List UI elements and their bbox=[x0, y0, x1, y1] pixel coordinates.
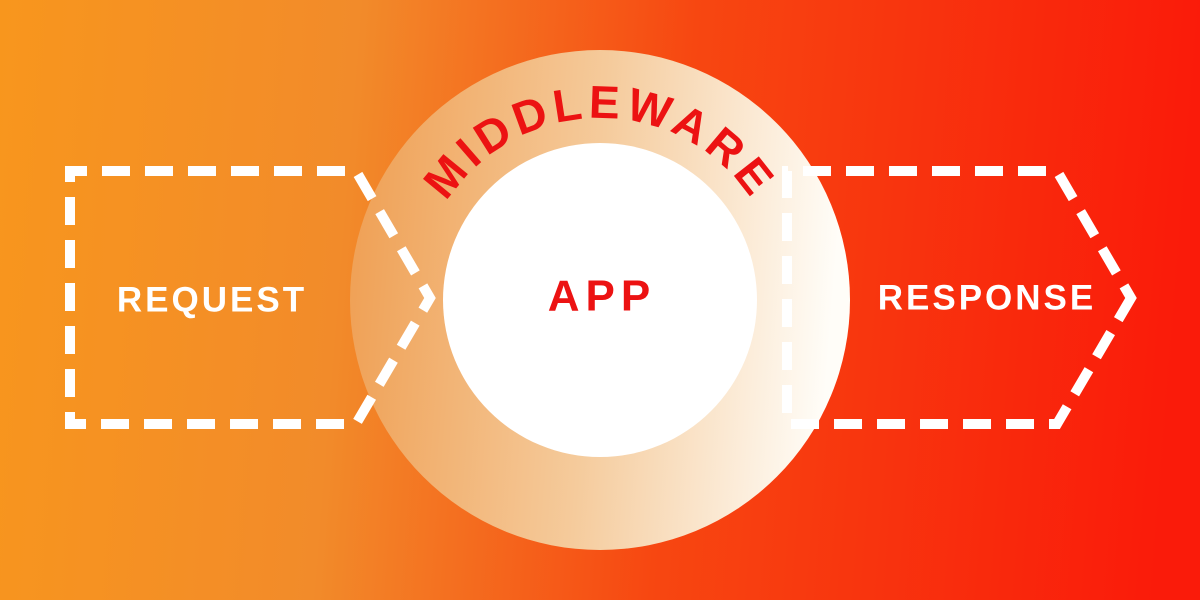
request-arrow-outline bbox=[65, 166, 436, 429]
app-circle bbox=[443, 143, 757, 457]
app-label: APP bbox=[548, 272, 656, 321]
response-label: RESPONSE bbox=[878, 279, 1097, 318]
response-arrow-outline bbox=[782, 166, 1137, 429]
request-label: REQUEST bbox=[117, 281, 307, 320]
